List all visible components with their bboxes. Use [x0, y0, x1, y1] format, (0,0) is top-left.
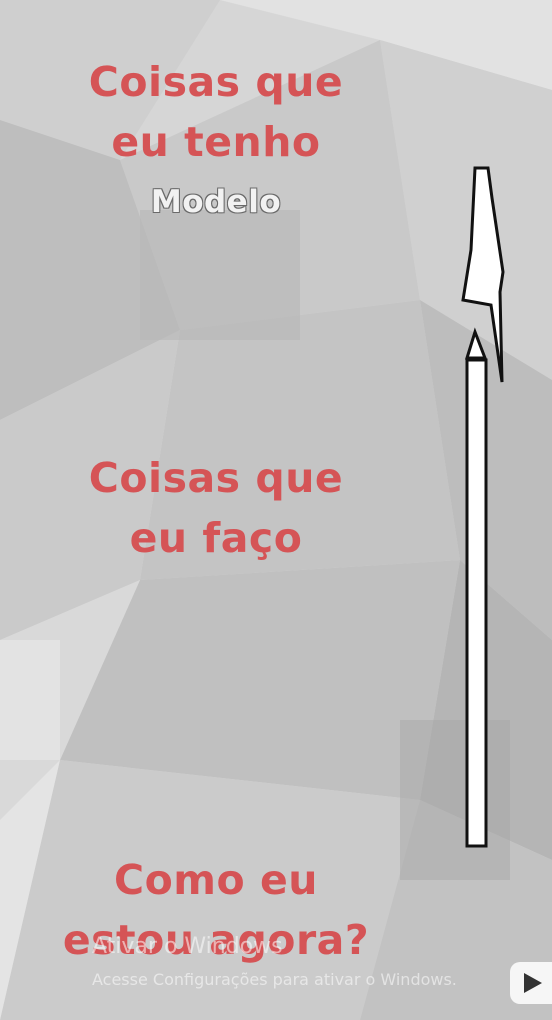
watermark-title: Ativar o Windows: [92, 934, 283, 959]
heading-coisas-que-eu-tenho: Coisas que eu tenho: [40, 52, 392, 172]
play-icon: [524, 973, 542, 993]
heading-como-eu-estou-agora: Como eu estou agora?: [40, 850, 392, 970]
heading-now-line1: Como eu: [114, 856, 318, 904]
play-button[interactable]: [510, 962, 552, 1004]
subheading-modelo: Modelo: [150, 184, 282, 220]
pencil-icon: [455, 160, 515, 864]
heading-have-line1: Coisas que: [88, 58, 344, 106]
heading-do-line2: eu faço: [129, 514, 303, 562]
heading-do-line1: Coisas que: [88, 454, 344, 502]
watermark-subtitle: Acesse Configurações para ativar o Windo…: [92, 970, 457, 989]
windows-activation-watermark: Ativar o Windows Acesse Configurações pa…: [92, 932, 457, 992]
heading-coisas-que-eu-faco: Coisas que eu faço: [40, 448, 392, 568]
heading-have-line2: eu tenho: [111, 118, 321, 166]
heading-now-line2: estou agora?: [62, 916, 370, 964]
